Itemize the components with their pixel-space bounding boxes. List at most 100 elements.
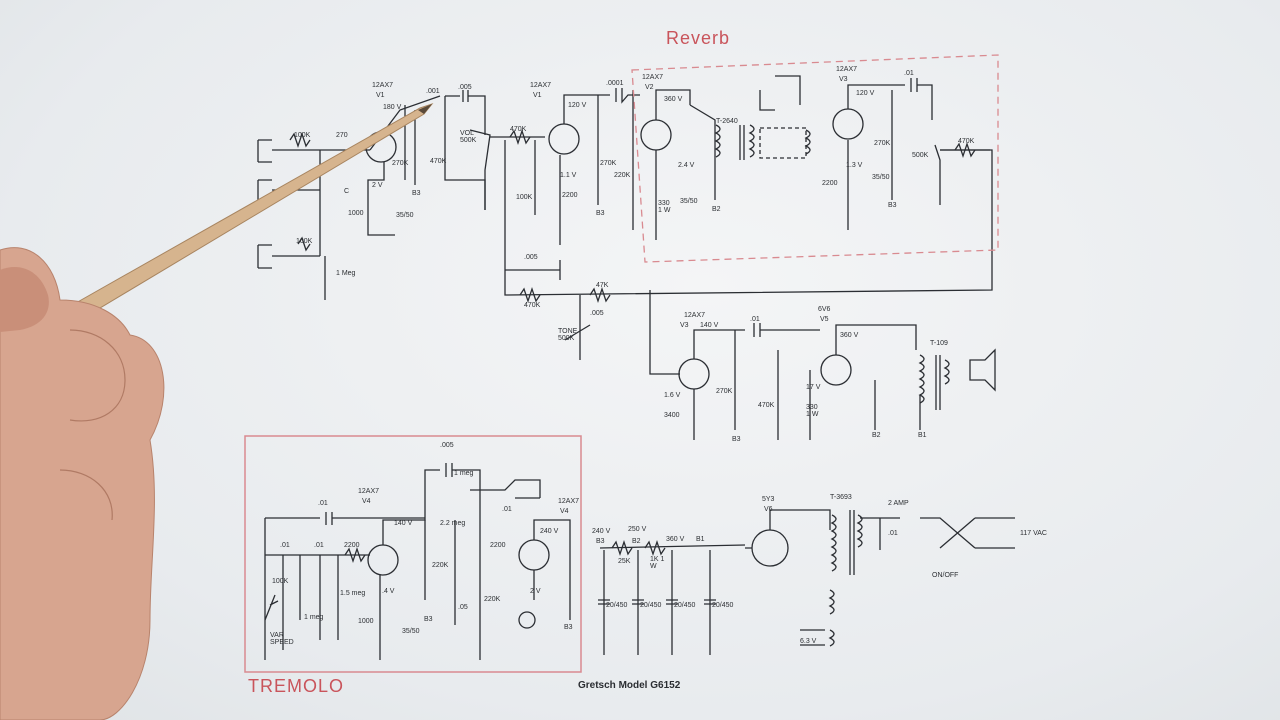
v5-name: V5: [820, 316, 829, 323]
c-01c: .01: [888, 530, 898, 537]
schematic-title: Gretsch Model G6152: [578, 680, 681, 691]
fuse: 2 AMP: [888, 500, 909, 507]
v3-type: 12AX7: [836, 66, 858, 73]
r-330-b: 330 1 W: [806, 404, 819, 418]
v-240t: 240 V: [540, 528, 559, 535]
v1b-type: 12AX7: [530, 82, 552, 89]
r-100k-b: 100K: [516, 194, 533, 201]
v-17: 17 V: [806, 384, 821, 391]
v-240: 240 V: [592, 528, 611, 535]
t-3693: T-3693: [830, 494, 852, 501]
r-270-in: 270: [336, 132, 348, 139]
cap-3550b: 35/50: [680, 198, 698, 205]
r-270k-c: 270K: [874, 140, 891, 147]
b3b: B3: [596, 210, 605, 217]
b3d: B3: [732, 436, 741, 443]
b3: B3: [412, 190, 421, 197]
t-1meg-b: 1 meg: [454, 470, 474, 477]
t-220k: 220K: [432, 562, 449, 569]
v-360b: 360 V: [840, 332, 859, 339]
c-01e: .01: [280, 542, 290, 549]
b1b: B1: [918, 432, 927, 439]
r-vol: VOL 500K: [460, 130, 477, 144]
cap-3550a: 35/50: [396, 212, 414, 219]
cap-20450c: 20/450: [674, 602, 696, 609]
v2-name: V2: [645, 84, 654, 91]
b3e: B3: [596, 538, 605, 545]
r-2200: 2200: [562, 192, 578, 199]
r-470k: 470K: [430, 158, 447, 165]
v5-tube: [820, 354, 852, 386]
r-270k-b: 270K: [600, 160, 617, 167]
v1a-name: V1: [376, 92, 385, 99]
v6-type: 5Y3: [762, 496, 775, 503]
cap-20450b: 20/450: [640, 602, 662, 609]
mains: 117 VAC: [1020, 530, 1047, 537]
v3-name: V3: [839, 76, 848, 83]
v-360c: 360 V: [666, 536, 685, 543]
b3f: B3: [424, 616, 433, 623]
pointer-stick: [59, 102, 434, 327]
v6-rectifier-tube: [751, 529, 789, 567]
v-140: 140 V: [700, 322, 719, 329]
c-005b: .005: [524, 254, 538, 261]
v3b-type: 12AX7: [684, 312, 706, 319]
v6-name: V6: [764, 506, 773, 513]
r-tone: TONE 500K: [558, 328, 578, 342]
v1b-name: V1: [533, 92, 542, 99]
v3b-name: V3: [680, 322, 689, 329]
c-label: C: [344, 188, 350, 195]
r-330: 330 1 W: [658, 200, 671, 214]
c-01t: .01: [502, 506, 512, 513]
t-2200: 2200: [344, 542, 360, 549]
c-01b: .01: [750, 316, 760, 323]
c-001: .001: [426, 88, 440, 95]
tremolo-box: [244, 435, 582, 673]
cap-20450d: 20/450: [712, 602, 734, 609]
v-2v: 2 V: [372, 182, 383, 189]
t-109: T-109: [930, 340, 948, 347]
tremolo-heading: TREMOLO: [248, 676, 345, 696]
input-jack-3: [257, 244, 320, 269]
v4b-type: 12AX7: [558, 498, 580, 505]
v3b-tube: [678, 358, 710, 390]
r-470k-e: 470K: [758, 402, 775, 409]
v-250: 250 V: [628, 526, 647, 533]
r-470k-d: 470K: [524, 302, 541, 309]
b1: B1: [696, 536, 705, 543]
v2-type: 12AX7: [642, 74, 664, 81]
cap-3550d: 35/50: [402, 628, 420, 635]
v4a-tube: [367, 544, 399, 576]
b3c: B3: [888, 202, 897, 209]
r-3400: 3400: [664, 412, 680, 419]
v-120: 120 V: [568, 102, 587, 109]
v-1-3: 1.3 V: [846, 162, 863, 169]
input-jack-2: [257, 179, 320, 203]
c-01d: .01: [318, 500, 328, 507]
r-270k: 270K: [392, 160, 409, 167]
v4b-tube: [518, 539, 550, 571]
v5-type: 6V6: [818, 306, 831, 313]
r-2200-b: 2200: [822, 180, 838, 187]
r-25k: 25K: [618, 558, 631, 565]
t-2640: T-2640: [716, 118, 738, 125]
v-360: 360 V: [664, 96, 683, 103]
v-4v: .4 V: [382, 588, 395, 595]
r-220k: 220K: [614, 172, 631, 179]
t-1meg: 1 meg: [304, 614, 324, 621]
c-005c: .005: [590, 310, 604, 317]
v-63: 6.3 V: [800, 638, 817, 645]
t-speed: VAR SPEED: [270, 632, 294, 646]
cap-3550c: 35/50: [872, 174, 890, 181]
reverb-heading: Reverb: [666, 28, 731, 48]
v-1-6: 1.6 V: [664, 392, 681, 399]
r-47k: 47K: [596, 282, 609, 289]
t-1000: 1000: [358, 618, 374, 625]
v4-name: V4: [362, 498, 371, 505]
v-180: 180 V: [383, 104, 402, 111]
v3-tube: [832, 108, 864, 140]
v4b-name: V4: [560, 508, 569, 515]
b3g: B3: [564, 624, 573, 631]
t-15meg: 1.5 meg: [340, 590, 366, 597]
